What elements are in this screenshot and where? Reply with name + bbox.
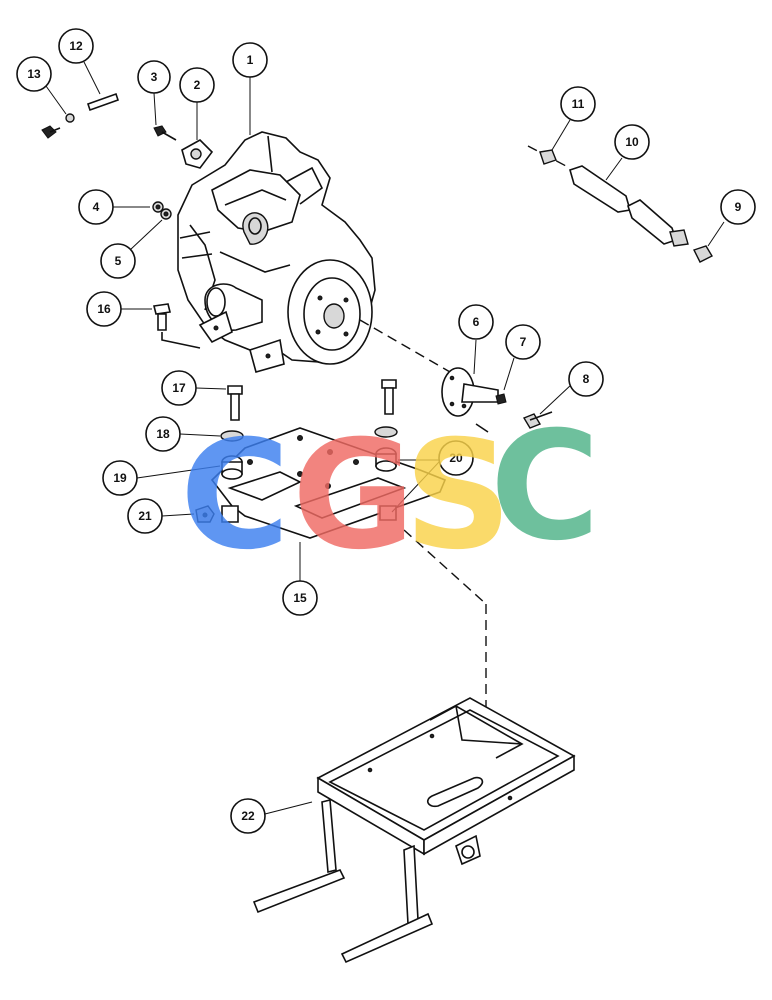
washer-4 xyxy=(152,201,164,213)
watermark-letter-c1: C xyxy=(180,409,290,583)
callout-label-21: 21 xyxy=(138,509,152,523)
callout-label-11: 11 xyxy=(572,97,585,111)
callout-label-7: 7 xyxy=(520,335,527,349)
callout-label-10: 10 xyxy=(625,135,639,149)
watermark-letter-g: G xyxy=(292,409,415,583)
callout-9: 9 xyxy=(707,189,756,247)
nut-5 xyxy=(160,208,172,220)
watermark-logo: C G S C xyxy=(180,400,600,583)
pin-12 xyxy=(86,92,120,112)
callout-label-17: 17 xyxy=(172,381,186,395)
mount-hardware xyxy=(195,379,398,523)
callout-3: 3 xyxy=(137,60,171,126)
fuel-fitting xyxy=(181,139,214,169)
callout-20: 20 xyxy=(391,440,474,513)
callout-18: 18 xyxy=(145,416,221,452)
callout-label-16: 16 xyxy=(97,302,111,316)
fuel-hose-assembly xyxy=(527,145,713,263)
callout-label-12: 12 xyxy=(69,39,83,53)
callout-1: 1 xyxy=(232,42,268,135)
callout-label-18: 18 xyxy=(156,427,170,441)
bolt-8 xyxy=(522,411,553,429)
watermark-letter-s: S xyxy=(404,409,512,583)
callout-4: 4 xyxy=(78,189,150,225)
callout-10: 10 xyxy=(605,124,650,181)
callout-label-6: 6 xyxy=(473,315,480,329)
callout-6: 6 xyxy=(458,304,494,375)
callout-19: 19 xyxy=(102,460,221,496)
screw-3 xyxy=(153,125,177,141)
callout-label-8: 8 xyxy=(583,372,590,386)
callout-label-5: 5 xyxy=(115,254,122,268)
callout-label-3: 3 xyxy=(151,70,158,84)
callout-label-13: 13 xyxy=(27,67,41,81)
callout-11: 11 xyxy=(551,86,596,151)
callout-17: 17 xyxy=(161,370,227,406)
callout-2: 2 xyxy=(179,67,215,140)
engine-assembly xyxy=(177,131,376,373)
callout-5: 5 xyxy=(100,219,163,279)
base-frame xyxy=(252,697,576,964)
callout-label-22: 22 xyxy=(241,809,255,823)
callout-label-2: 2 xyxy=(194,78,201,92)
callout-8: 8 xyxy=(539,361,604,415)
callout-label-9: 9 xyxy=(735,200,742,214)
bolt-16 xyxy=(153,303,201,349)
callout-22: 22 xyxy=(230,798,313,834)
callout-15: 15 xyxy=(282,542,318,616)
nut-13 xyxy=(41,113,75,139)
key-7 xyxy=(475,393,507,433)
callout-16: 16 xyxy=(86,291,152,327)
callout-label-19: 19 xyxy=(113,471,127,485)
callout-7: 7 xyxy=(503,324,541,391)
watermark-letter-c2: C xyxy=(490,400,600,574)
coupling-flange xyxy=(359,319,499,417)
callout-13: 13 xyxy=(16,56,67,115)
callout-label-1: 1 xyxy=(247,53,254,67)
callout-label-4: 4 xyxy=(93,200,100,214)
callouts: 1 2 3 4 5 6 7 xyxy=(16,28,756,834)
callout-12: 12 xyxy=(58,28,101,95)
callout-label-15: 15 xyxy=(293,591,307,605)
callout-label-20: 20 xyxy=(449,451,463,465)
callout-21: 21 xyxy=(127,498,195,534)
